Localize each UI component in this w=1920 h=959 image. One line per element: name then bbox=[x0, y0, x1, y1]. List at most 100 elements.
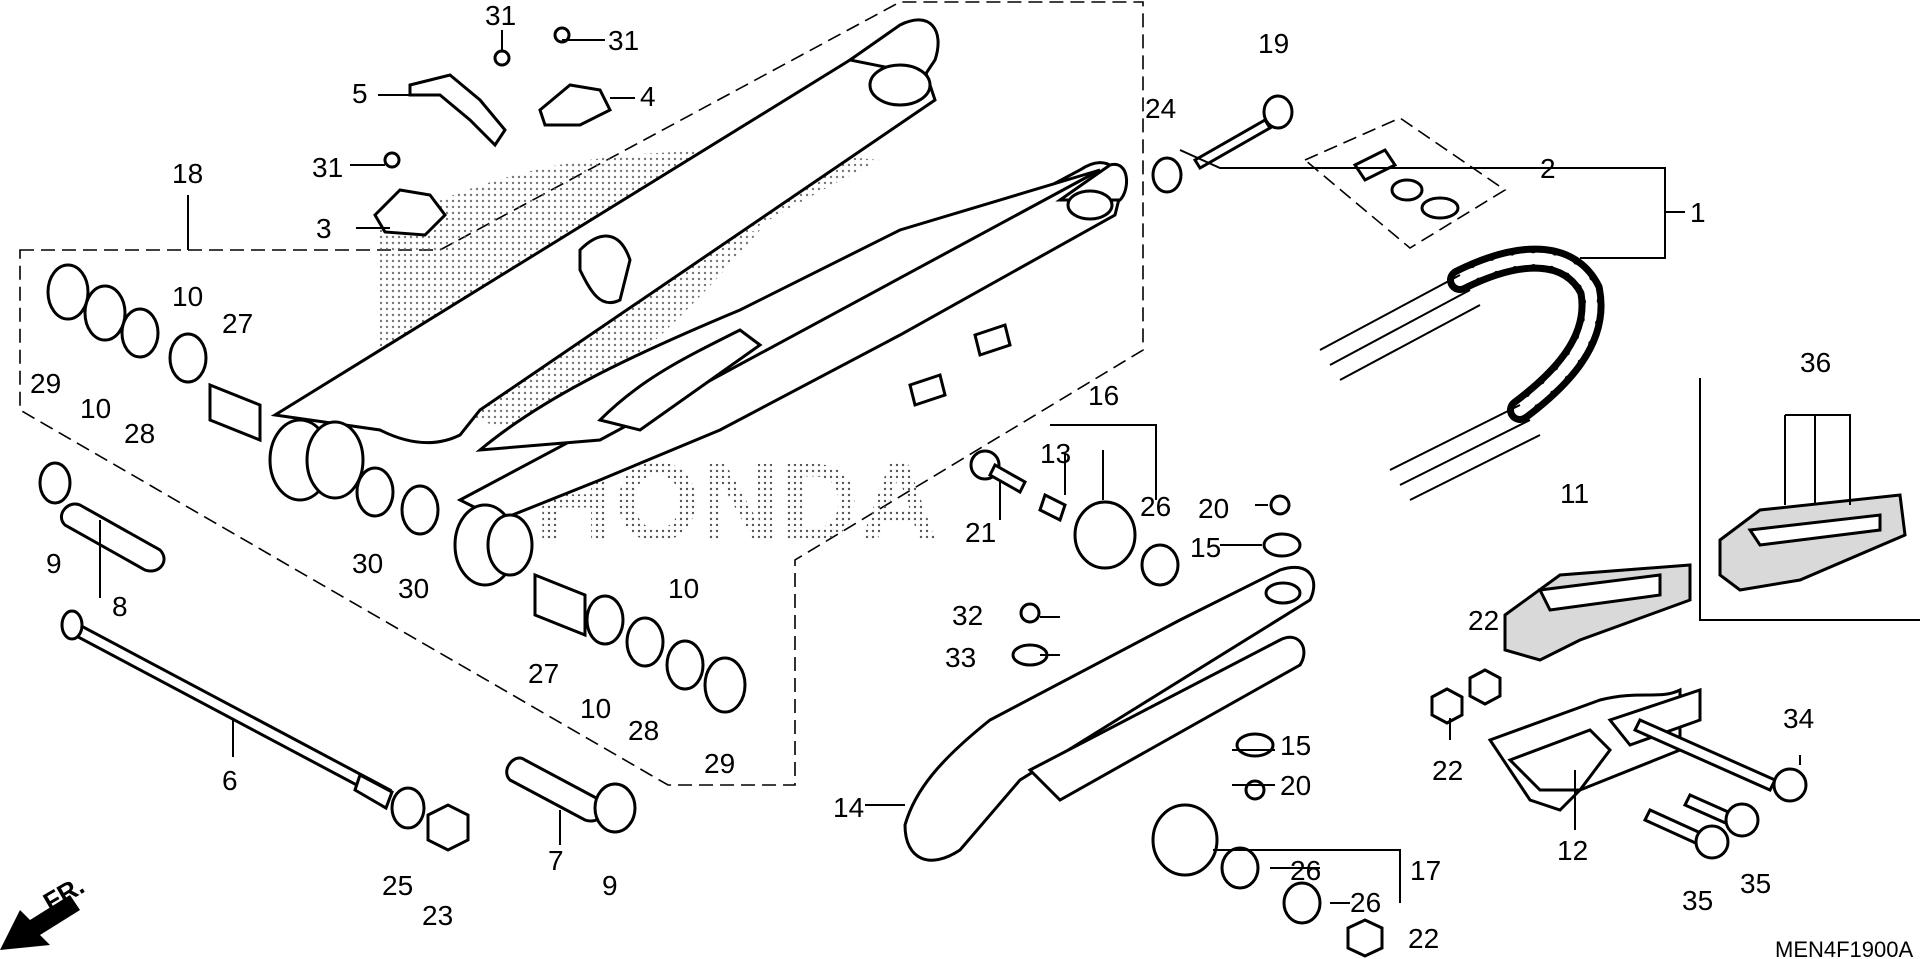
nut-22-lower bbox=[1430, 687, 1464, 725]
collar-24 bbox=[1151, 156, 1183, 194]
callout-20-upper: 20 bbox=[1198, 493, 1229, 524]
callout-30-b: 30 bbox=[398, 573, 429, 604]
callout-24: 24 bbox=[1145, 93, 1176, 124]
nut-23 bbox=[426, 803, 470, 852]
callout-9-right: 9 bbox=[602, 870, 618, 901]
seal-10-left-b bbox=[168, 332, 208, 384]
callout-2: 2 bbox=[1540, 153, 1556, 184]
guide-5 bbox=[408, 73, 507, 148]
callout-36: 36 bbox=[1800, 347, 1831, 378]
callout-14: 14 bbox=[833, 792, 864, 823]
swingarm-group-outline bbox=[19, 1, 1144, 786]
callout-27-b: 27 bbox=[528, 658, 559, 689]
roller-17 bbox=[1151, 803, 1219, 877]
bolt-20-lower bbox=[1244, 779, 1266, 801]
callout-22-b: 22 bbox=[1432, 755, 1463, 786]
callout-22-c: 22 bbox=[1408, 923, 1439, 954]
nut-22-bottom bbox=[1346, 918, 1384, 958]
grommet-15-lower bbox=[1235, 732, 1275, 758]
diagram-reference-code: MEN4F1900A bbox=[1775, 937, 1914, 959]
callout-27-a: 27 bbox=[222, 308, 253, 339]
callout-3: 3 bbox=[316, 213, 332, 244]
callout-21: 21 bbox=[965, 517, 996, 548]
callout-11: 11 bbox=[1560, 478, 1589, 509]
callout-8: 8 bbox=[112, 591, 128, 622]
callout-25: 25 bbox=[382, 870, 413, 901]
callout-31-b: 31 bbox=[608, 25, 639, 56]
clamp-4 bbox=[538, 83, 613, 127]
callout-35-a: 35 bbox=[1682, 885, 1713, 916]
front-direction-indicator: FR. bbox=[0, 870, 89, 950]
seal-30-b bbox=[400, 484, 440, 536]
callout-4: 4 bbox=[640, 81, 656, 112]
bearing-27-left bbox=[208, 382, 262, 443]
leader-lines bbox=[99, 30, 1851, 904]
chain-guide-slider bbox=[1503, 563, 1692, 662]
washer-9-right bbox=[593, 782, 637, 834]
chain-kit-outline bbox=[1303, 117, 1507, 249]
callout-10-a: 10 bbox=[80, 393, 111, 424]
callout-26-a: 26 bbox=[1140, 491, 1171, 522]
callout-10-d: 10 bbox=[668, 573, 699, 604]
seal-29-right bbox=[703, 656, 747, 714]
callout-16: 16 bbox=[1088, 380, 1119, 411]
front-arrow-icon bbox=[0, 895, 80, 950]
callout-31-c: 31 bbox=[312, 152, 343, 183]
slide-group-outline bbox=[1699, 378, 1920, 621]
collar-13 bbox=[1038, 492, 1067, 523]
bearing-26-low bbox=[1282, 881, 1322, 925]
callout-29-a: 29 bbox=[30, 368, 61, 399]
bolt-19 bbox=[1192, 117, 1273, 171]
washer-9-left bbox=[38, 461, 72, 505]
bolt-19-head bbox=[1262, 94, 1294, 130]
callout-23: 23 bbox=[422, 900, 453, 931]
bearing-26-upper bbox=[1140, 543, 1180, 587]
swingarm-body bbox=[268, 18, 1129, 587]
seal-29-left bbox=[46, 263, 90, 321]
washer-25 bbox=[390, 786, 426, 830]
bolt-35-b-head bbox=[1724, 802, 1760, 838]
guide-slide-set bbox=[1718, 493, 1907, 592]
callout-10-c: 10 bbox=[580, 693, 611, 724]
grommet-15-upper bbox=[1262, 532, 1302, 558]
callout-15-upper: 15 bbox=[1190, 532, 1221, 563]
callout-29-b: 29 bbox=[704, 748, 735, 779]
bearing-27-right bbox=[533, 572, 587, 638]
callout-19: 19 bbox=[1258, 28, 1289, 59]
callout-35-b: 35 bbox=[1740, 868, 1771, 899]
roller-16 bbox=[1073, 500, 1137, 570]
callout-6: 6 bbox=[222, 765, 238, 796]
chain-joint-kit bbox=[1352, 148, 1460, 220]
bolt-20-upper bbox=[1269, 494, 1291, 516]
chain-guide bbox=[1487, 687, 1702, 812]
drive-chain bbox=[1319, 245, 1605, 501]
callout-33: 33 bbox=[945, 642, 976, 673]
callout-28-b: 28 bbox=[628, 715, 659, 746]
bolt-32 bbox=[1019, 602, 1041, 624]
callout-9-left: 9 bbox=[46, 548, 62, 579]
callout-22-a: 22 bbox=[1468, 605, 1499, 636]
callout-7: 7 bbox=[548, 845, 564, 876]
seal-10-left bbox=[83, 284, 127, 342]
callout-26-b: 26 bbox=[1290, 855, 1321, 886]
bolt-31-top bbox=[493, 49, 511, 67]
bolt-34 bbox=[1632, 718, 1778, 792]
callout-12: 12 bbox=[1557, 835, 1588, 866]
callout-13: 13 bbox=[1040, 438, 1071, 469]
callout-1: 1 bbox=[1690, 197, 1706, 228]
callout-26-c: 26 bbox=[1350, 887, 1381, 918]
callout-32: 32 bbox=[952, 600, 983, 631]
bolt-21-shank bbox=[988, 462, 1027, 495]
bearing-28-left bbox=[120, 307, 160, 359]
callout-28-a: 28 bbox=[124, 418, 155, 449]
bearing-28-right bbox=[625, 616, 665, 668]
bearing-26-mid bbox=[1220, 846, 1260, 890]
pivot-collar-7 bbox=[505, 756, 606, 823]
callout-17: 17 bbox=[1410, 855, 1441, 886]
nut-22-upper bbox=[1468, 668, 1502, 706]
callout-31-a: 31 bbox=[485, 0, 516, 31]
seal-10-right bbox=[585, 594, 625, 646]
seal-10-right-b bbox=[665, 639, 705, 691]
bolt-31-top-right bbox=[553, 26, 571, 44]
